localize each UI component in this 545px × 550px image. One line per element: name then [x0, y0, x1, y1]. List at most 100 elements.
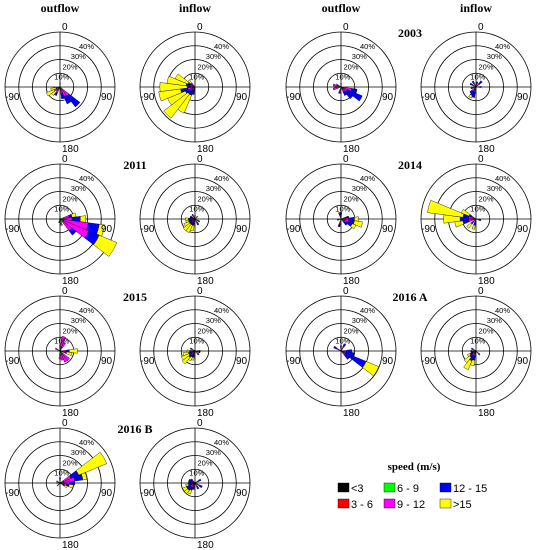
direction-label-0: 0	[197, 22, 203, 33]
petal-270-bin-5	[186, 349, 191, 353]
legend-swatch-3	[383, 498, 396, 509]
direction-label-90: 90	[236, 92, 248, 103]
ring-label-40: 40%	[79, 174, 94, 183]
petal-330-bin-4	[471, 80, 475, 85]
legend-swatch-0	[337, 482, 350, 493]
direction-label-180: 180	[62, 540, 79, 550]
ring-label-10: 10%	[470, 337, 485, 346]
legend-swatch-5	[439, 498, 452, 509]
petal-60-bin-4	[197, 478, 202, 482]
direction-label-90: 90	[382, 356, 394, 367]
petal-300-bin-4	[470, 347, 474, 350]
ring-label-40: 40%	[495, 174, 510, 183]
ring-label-20: 20%	[63, 458, 78, 467]
legend-label-3: 9 - 12	[397, 499, 425, 511]
petal-195-bin-3	[58, 221, 60, 224]
ring-label-40: 40%	[214, 42, 229, 51]
direction-label-0: 0	[62, 22, 68, 33]
petal-300-bin-4	[189, 215, 193, 218]
ring-label-10: 10%	[189, 337, 204, 346]
direction-label-0: 0	[343, 286, 349, 297]
petal-225-bin-5	[466, 222, 473, 229]
petal-150-bin-4	[196, 485, 200, 490]
direction-label-minus-90: -90	[140, 92, 155, 103]
header-inflow-left: inflow	[179, 1, 211, 15]
petal-120-bin-4	[344, 352, 367, 368]
direction-label-minus-90: -90	[421, 92, 436, 103]
petal-105-bin-4	[198, 351, 201, 354]
year-label: 2015	[123, 290, 147, 304]
direction-label-180: 180	[343, 276, 360, 287]
petal-120-bin-5	[362, 361, 380, 377]
petal-120-bin-4	[198, 484, 203, 489]
petal-75-bin-5	[70, 212, 77, 218]
direction-label-90: 90	[517, 92, 529, 103]
ring-label-20: 20%	[344, 62, 359, 71]
ring-label-20: 20%	[344, 326, 359, 335]
ring-label-30: 30%	[71, 52, 86, 61]
ring-label-10: 10%	[335, 205, 350, 214]
petal-0-bin-3	[194, 214, 196, 217]
ring-label-20: 20%	[63, 326, 78, 335]
ring-label-30: 30%	[71, 316, 86, 325]
petal-255-bin-4	[470, 87, 473, 90]
legend-label-2: 6 - 9	[397, 483, 419, 495]
petal-255-bin-2	[336, 86, 341, 89]
ring-label-30: 30%	[206, 316, 221, 325]
ring-label-40: 40%	[360, 306, 375, 315]
petal-90-bin-5	[354, 216, 359, 222]
direction-label-minus-90: -90	[421, 224, 436, 235]
ring-label-20: 20%	[479, 326, 494, 335]
direction-label-minus-90: -90	[421, 356, 436, 367]
direction-label-90: 90	[236, 488, 248, 499]
petal-30-bin-3	[61, 342, 66, 349]
direction-label-0: 0	[62, 154, 68, 165]
ring-label-40: 40%	[495, 306, 510, 315]
petal-30-bin-4	[342, 343, 347, 348]
petal-315-bin-4	[190, 478, 193, 481]
ring-label-40: 40%	[214, 438, 229, 447]
direction-label-90: 90	[517, 224, 529, 235]
petal-300-bin-5	[460, 209, 471, 217]
petal-0-bin-3	[59, 82, 61, 85]
petal-210-bin-5	[468, 94, 473, 99]
petal-315-bin-5	[187, 79, 193, 85]
direction-label-minus-90: -90	[5, 92, 20, 103]
petal-120-bin-5	[350, 223, 357, 230]
petal-135-bin-4	[68, 227, 77, 236]
direction-label-180: 180	[478, 276, 495, 287]
direction-label-180: 180	[343, 408, 360, 419]
ring-label-30: 30%	[206, 52, 221, 61]
petal-180-bin-2	[59, 351, 61, 356]
direction-label-180: 180	[478, 408, 495, 419]
legend-swatch-2	[383, 482, 396, 493]
ring-label-20: 20%	[198, 326, 213, 335]
legend-label-5: >15	[453, 499, 472, 511]
legend-label-0: <3	[351, 483, 364, 495]
petal-15-bin-4	[476, 81, 479, 84]
direction-label-180: 180	[197, 408, 214, 419]
header-inflow-right: inflow	[460, 1, 492, 15]
direction-label-minus-90: -90	[140, 488, 155, 499]
ring-label-10: 10%	[470, 73, 485, 82]
petal-180-bin-3	[58, 354, 62, 360]
direction-label-180: 180	[62, 276, 79, 287]
direction-label-180: 180	[197, 144, 214, 155]
petal-270-bin-5	[185, 217, 189, 221]
ring-label-30: 30%	[487, 184, 502, 193]
legend-swatch-4	[439, 482, 452, 493]
direction-label-minus-90: -90	[5, 356, 20, 367]
petal-195-bin-5	[471, 224, 476, 230]
ring-label-20: 20%	[198, 62, 213, 71]
legend-label-4: 12 - 15	[453, 483, 487, 495]
ring-label-40: 40%	[495, 42, 510, 51]
